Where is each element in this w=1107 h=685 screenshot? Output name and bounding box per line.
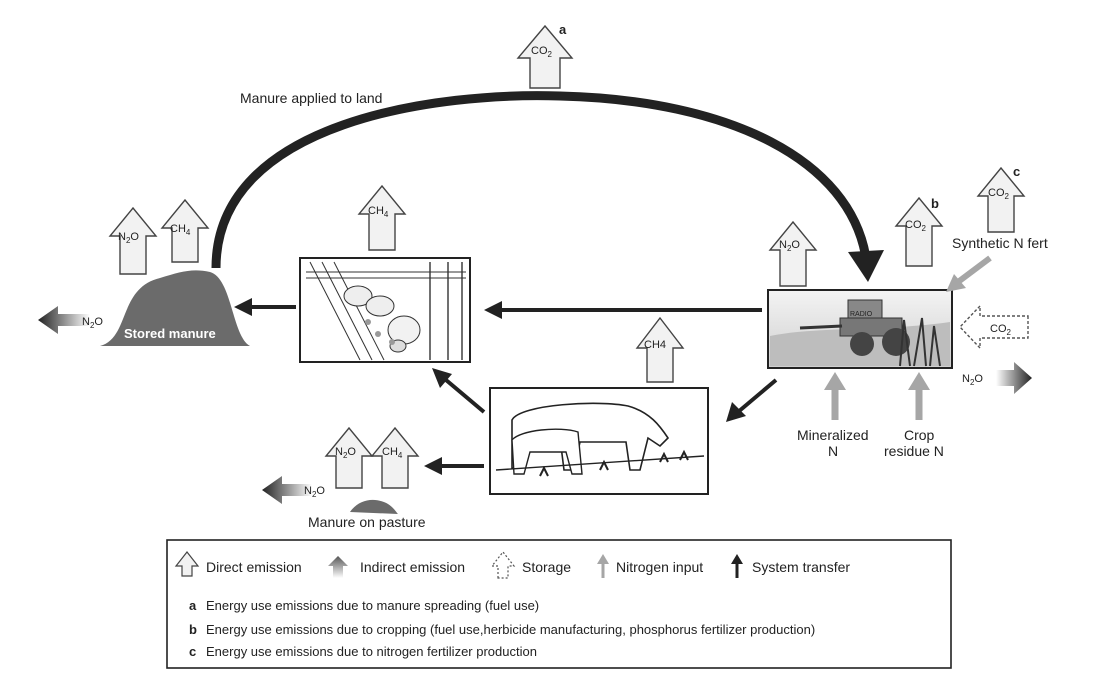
note-letter-a: a [559,22,567,37]
manure-on-pasture-pat [350,499,398,514]
cropland-tractor-box: RADIO [767,289,953,369]
svg-text:N2O: N2O [304,485,325,499]
svg-text:CO2: CO2 [990,323,1012,337]
n2o-direct-emission-arrow-pasture-manure: N2O [324,426,374,489]
manure-applied-label: Manure applied to land [240,90,382,106]
svg-text:CO2: CO2 [531,45,553,59]
svg-text:N2O: N2O [82,316,103,330]
crop-residue-label-2: residue N [884,443,944,459]
legend-direct-icon [174,551,200,577]
crop-residue-label-1: Crop [904,427,935,443]
footnote-b-letter: b [189,622,197,637]
mineralized-n-label-1: Mineralized [797,427,869,443]
legend-box: Direct emission Indirect emission Storag… [166,539,952,669]
legend-nitrogen-label: Nitrogen input [616,559,703,575]
manure-applied-arrowhead [848,250,884,282]
legend-storage-label: Storage [522,559,571,575]
stored-manure-pile [100,270,250,346]
svg-text:CO2: CO2 [988,187,1010,201]
synthetic-n-input-arrow [946,255,992,292]
footnote-c-text: Energy use emissions due to nitrogen fer… [206,644,537,659]
n2o-indirect-emission-arrow-pasture: N2O [262,476,325,504]
svg-text:N2O: N2O [335,446,356,460]
legend-indirect-icon [328,556,348,578]
footnote-b-text: Energy use emissions due to cropping (fu… [206,622,815,637]
n2o-indirect-emission-arrow-manure: N2O [38,306,103,334]
tractor-badge-label: RADIO [850,311,873,318]
co2-storage-arrow: CO2 [959,304,1029,350]
mineralized-n-label-2: N [828,443,838,459]
svg-text:CH4: CH4 [382,446,403,460]
svg-text:N2O: N2O [118,231,139,245]
svg-text:CH4: CH4 [170,223,191,237]
co2-direct-emission-arrow-a: CO2 [516,24,574,89]
legend-transfer-label: System transfer [752,559,850,575]
manure-on-pasture-label: Manure on pasture [308,514,426,530]
n2o-indirect-emission-arrow-field: N2O [962,362,1032,394]
synthetic-n-fert-label: Synthetic N fert [952,235,1048,251]
legend-nitrogen-icon [597,554,609,578]
svg-text:CH4: CH4 [644,339,666,351]
note-letter-b: b [931,196,939,211]
n2o-direct-emission-arrow-field: N2O [768,220,818,287]
manure-applied-curve [211,91,871,269]
svg-text:N2O: N2O [779,239,800,253]
ch4-direct-emission-arrow-barn: CH4 [357,184,407,251]
svg-text:N2O: N2O [962,373,983,387]
legend-transfer-icon [731,554,743,578]
transfer-arrow-field-to-pasture [726,378,778,422]
svg-text:CH4: CH4 [368,205,389,219]
stored-manure-label: Stored manure [124,326,216,341]
mineralized-n-input-arrow [824,372,846,420]
transfer-arrow-barn-to-manure [234,298,296,316]
legend-direct-label: Direct emission [206,559,302,575]
transfer-arrow-field-to-barn [484,301,762,319]
svg-text:CO2: CO2 [905,219,927,233]
transfer-arrow-pasture-to-manure-on-pasture [424,457,484,475]
ch4-direct-emission-arrow-pasture-manure: CH4 [370,426,420,489]
legend-indirect-label: Indirect emission [360,559,465,575]
footnote-a-letter: a [189,598,197,613]
barn-dairy-box [299,257,471,363]
n2o-direct-emission-arrow-manure: N2O [108,206,158,275]
crop-residue-n-input-arrow [908,372,930,420]
transfer-arrow-pasture-to-barn [432,368,486,414]
ch4-direct-emission-arrow-manure: CH4 [160,198,210,263]
legend-storage-icon [490,551,516,579]
footnote-a-text: Energy use emissions due to manure sprea… [206,598,539,613]
ch4-direct-emission-arrow-pasture: CH4 [635,316,685,383]
footnote-c-letter: c [189,644,196,659]
note-letter-c: c [1013,164,1020,179]
co2-direct-emission-arrow-b: CO2 [894,196,944,267]
co2-direct-emission-arrow-c: CO2 [976,166,1026,233]
pasture-cattle-box [489,387,709,495]
